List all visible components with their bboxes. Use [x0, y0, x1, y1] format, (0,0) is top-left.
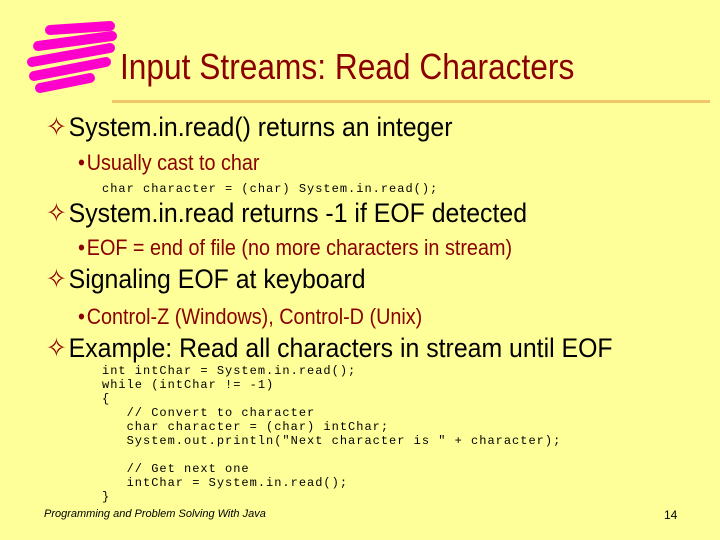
slide-title: Input Streams: Read Characters: [120, 46, 575, 87]
bullet-example: ✧Example: Read all characters in stream …: [46, 333, 613, 363]
four-point-star-icon: ✧: [46, 198, 67, 228]
bullet-signaling-eof: ✧Signaling EOF at keyboard: [46, 264, 366, 294]
sub-bullet-control-keys: •Control-Z (Windows), Control-D (Unix): [78, 304, 423, 329]
four-point-star-icon: ✧: [46, 112, 67, 142]
code-read-loop-example: int intChar = System.in.read(); while (i…: [102, 364, 562, 504]
sub-bullet-cast-to-char: •Usually cast to char: [78, 150, 260, 175]
footer-course-title: Programming and Problem Solving With Jav…: [44, 508, 266, 520]
sub-bullet-eof-definition: •EOF = end of file (no more characters i…: [78, 235, 513, 260]
bullet-read-returns-integer: ✧System.in.read() returns an integer: [46, 112, 453, 142]
code-cast-example: char character = (char) System.in.read()…: [102, 182, 439, 196]
dot-icon: •: [78, 150, 85, 175]
title-divider: [112, 100, 710, 103]
magenta-scribble-icon: [27, 21, 117, 93]
four-point-star-icon: ✧: [46, 333, 67, 363]
page-number: 14: [664, 508, 678, 522]
four-point-star-icon: ✧: [46, 264, 67, 294]
bullet-eof-detected: ✧System.in.read returns -1 if EOF detect…: [46, 198, 528, 228]
dot-icon: •: [78, 304, 85, 329]
dot-icon: •: [78, 235, 85, 260]
